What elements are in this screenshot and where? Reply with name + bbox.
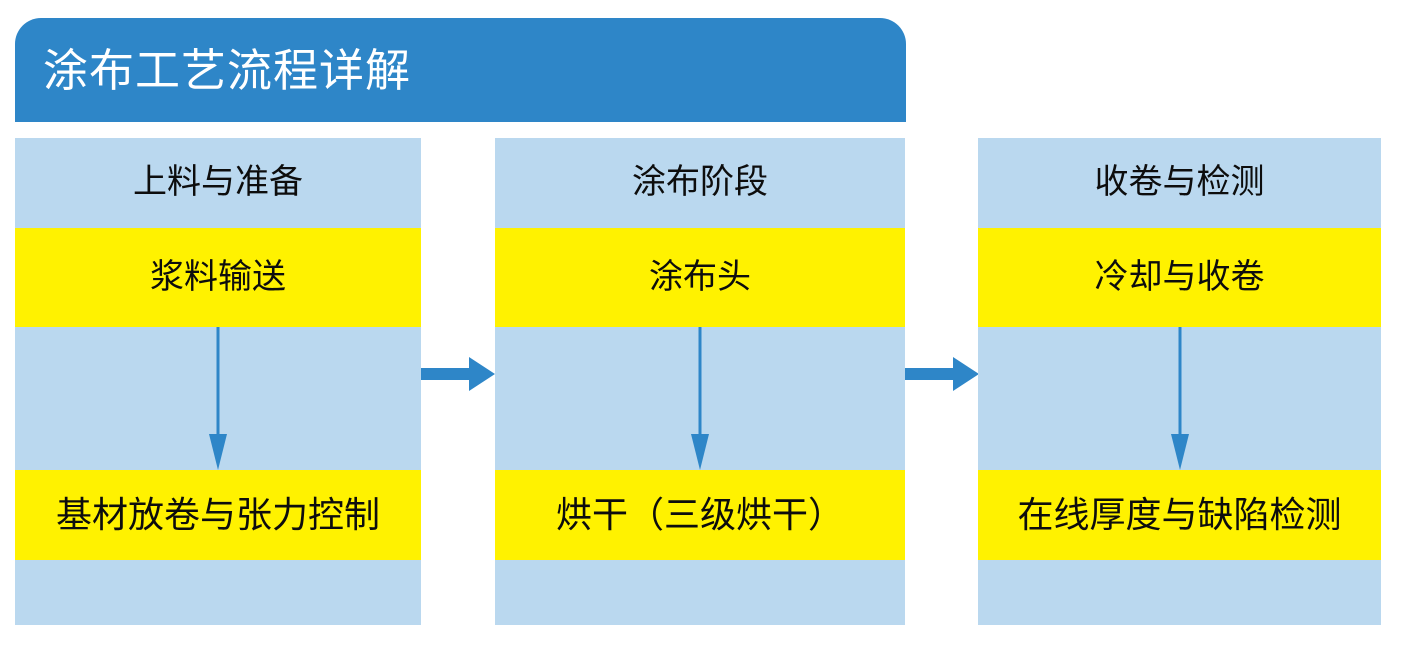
stage-3-step-2-label: 在线厚度与缺陷检测 [1017,494,1342,536]
stage-1-step-1-band[interactable]: 浆料输送 [15,228,421,327]
stage-3-middle-band [978,327,1381,470]
stage-2-header-band: 涂布阶段 [495,138,905,228]
stage-1-middle-band [15,327,421,470]
stage-1-step-2-label: 基材放卷与张力控制 [55,494,380,536]
stage-2-step-2-label: 烘干（三级烘干） [555,494,844,536]
title-banner: 涂布工艺流程详解 [15,18,906,122]
stage-2-header-label: 涂布阶段 [632,163,768,202]
stage-1-step-2-band[interactable]: 基材放卷与张力控制 [15,470,421,560]
stage-2-step-1-label: 涂布头 [649,257,751,296]
stage-3-header-label: 收卷与检测 [1094,163,1265,202]
stage-1-header-band: 上料与准备 [15,138,421,228]
stage-1-footer-band [15,560,421,625]
stage-3-footer-band [978,560,1381,625]
stage-2-step-2-band[interactable]: 烘干（三级烘干） [495,470,905,560]
right-arrow-icon-2 [905,357,979,391]
stage-1-step-1-label: 浆料输送 [150,257,286,296]
stage-3-step-1-band[interactable]: 冷却与收卷 [978,228,1381,327]
stage-1-header-label: 上料与准备 [133,163,303,202]
stage-3-step-1-label: 冷却与收卷 [1094,257,1265,296]
stage-2-step-1-band[interactable]: 涂布头 [495,228,905,327]
stage-2-middle-band [495,327,905,470]
stage-card-3[interactable]: 收卷与检测 冷却与收卷 在线厚度与缺陷检测 [978,138,1381,625]
right-arrow-icon-1 [421,357,495,391]
stage-card-1[interactable]: 上料与准备 浆料输送 基材放卷与张力控制 [15,138,421,625]
stage-card-2[interactable]: 涂布阶段 涂布头 烘干（三级烘干） [495,138,905,625]
stage-3-step-2-band[interactable]: 在线厚度与缺陷检测 [978,470,1381,560]
stage-2-footer-band [495,560,905,625]
stage-3-header-band: 收卷与检测 [978,138,1381,228]
page-title: 涂布工艺流程详解 [43,44,412,96]
